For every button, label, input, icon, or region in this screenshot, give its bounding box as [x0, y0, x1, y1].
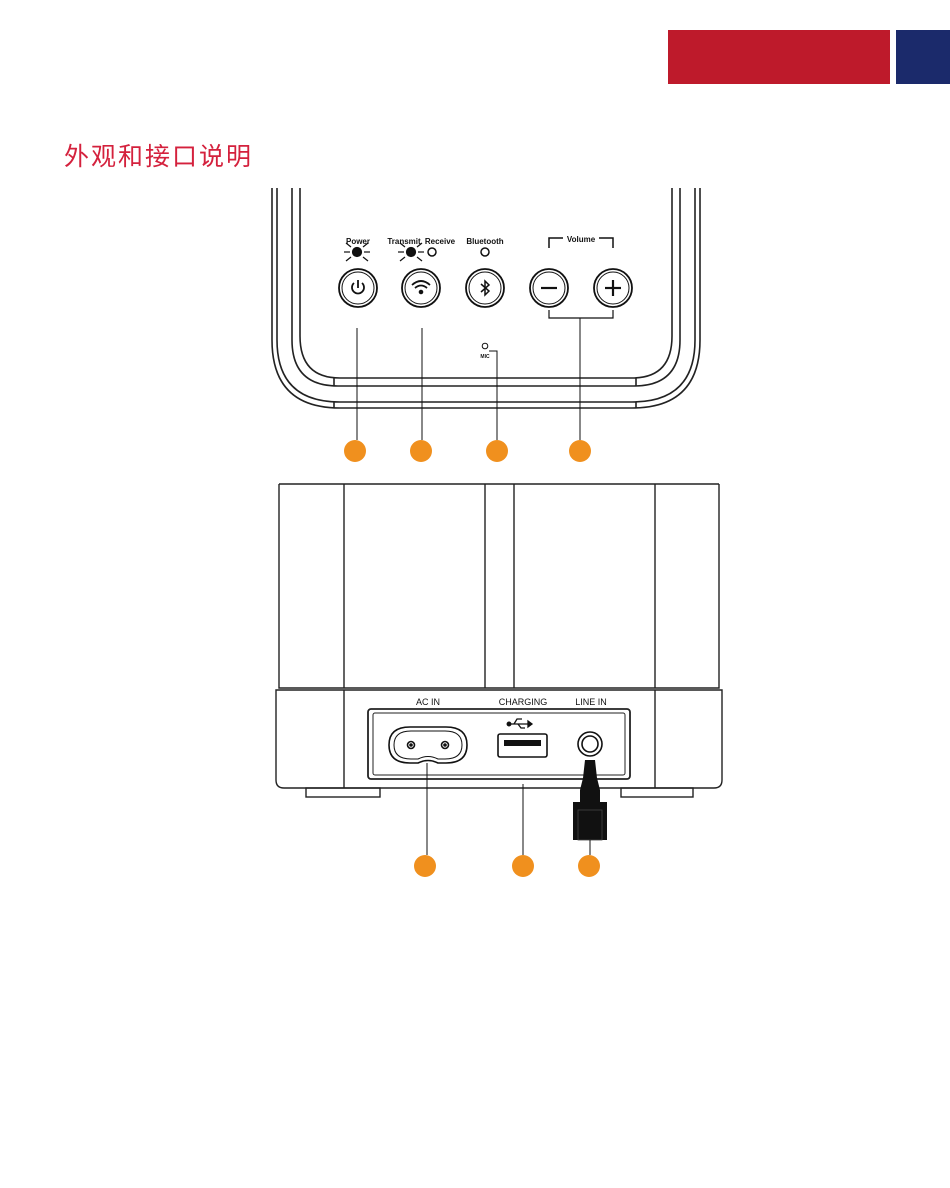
bluetooth-label: Bluetooth — [466, 237, 503, 246]
rear-callouts — [414, 855, 600, 877]
rear-view — [276, 484, 722, 797]
volume-label: Volume — [567, 235, 596, 244]
volume-lower-bracket — [549, 310, 613, 318]
line-in-jack[interactable] — [578, 732, 602, 756]
line-in-label: LINE IN — [575, 697, 607, 707]
power-label: Power — [346, 237, 370, 246]
ac-in-label: AC IN — [416, 697, 440, 707]
top-leader-lines — [357, 318, 580, 440]
callout-marker — [410, 440, 432, 462]
callout-marker — [486, 440, 508, 462]
callout-marker — [344, 440, 366, 462]
usb-icon — [507, 719, 532, 728]
mic-label: MIC — [480, 354, 490, 360]
transmit-label: Transmit — [387, 237, 421, 246]
mic-hole — [482, 343, 488, 349]
usb-charging-port[interactable] — [498, 734, 547, 757]
receive-led — [428, 248, 436, 256]
volume-up-button[interactable] — [594, 269, 632, 307]
receive-label: Receive — [425, 237, 456, 246]
callout-marker — [569, 440, 591, 462]
rear-leader-lines — [427, 763, 590, 855]
volume-down-button[interactable] — [530, 269, 568, 307]
ac-in-socket[interactable] — [389, 727, 467, 763]
wifi-button[interactable] — [402, 269, 440, 307]
bluetooth-button[interactable] — [466, 269, 504, 307]
top-callouts — [344, 440, 591, 462]
callout-marker — [512, 855, 534, 877]
power-button[interactable] — [339, 269, 377, 307]
callout-marker — [578, 855, 600, 877]
charging-label: CHARGING — [499, 697, 548, 707]
bluetooth-led — [481, 248, 489, 256]
callout-marker — [414, 855, 436, 877]
audio-plug — [573, 760, 607, 840]
